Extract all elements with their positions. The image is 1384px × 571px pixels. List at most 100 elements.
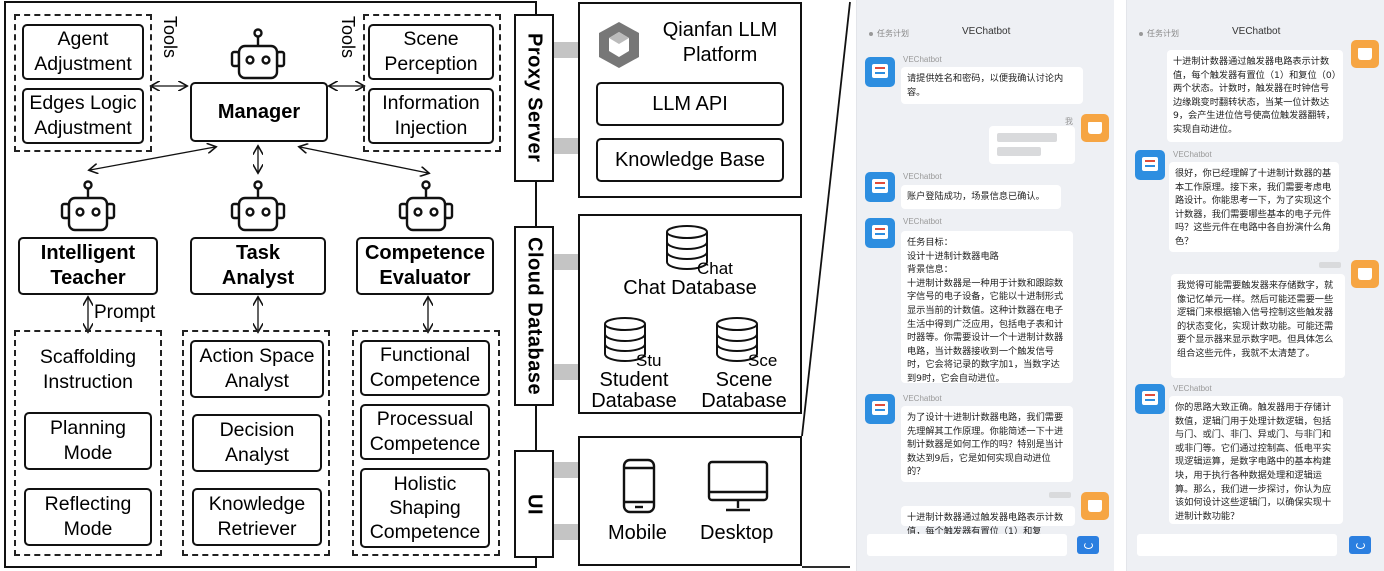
bot-message-2: 你的思路大致正确。触发器用于存储计数值，逻辑门用于处理计数逻辑，包括与门、或门、… (1169, 396, 1343, 524)
scene-db-tag: Sce (748, 351, 778, 370)
user-message-1: 十进制计数器通过触发器电路表示计数值，每个触发器有置位（1）和复位（0）两个状态… (1167, 50, 1343, 142)
bot-avatar-icon (865, 172, 895, 202)
connector-proxy-1 (554, 42, 578, 58)
teacher-modes-group (14, 330, 162, 556)
send-button[interactable] (1349, 536, 1371, 554)
processual-line1: Processual (376, 408, 474, 430)
user-name: 我 (1065, 117, 1073, 126)
connector-db-2 (554, 364, 578, 380)
message-input[interactable] (867, 534, 1067, 556)
edges-logic-line1: Edges Logic (29, 92, 137, 114)
agent-system-frame (4, 1, 537, 568)
connector-ui-2 (554, 524, 578, 540)
qianfan-panel (578, 2, 802, 198)
agent-adjustment-line2: Adjustment (34, 53, 132, 75)
ui-panel (578, 436, 802, 566)
blurred-credentials-1 (997, 133, 1057, 142)
bot-avatar-icon (1135, 384, 1165, 414)
user-avatar-icon (1351, 40, 1379, 68)
send-button[interactable] (1077, 536, 1099, 554)
bot-message-task: 任务目标： 设计十进制计数器电路 背景信息： 十进制计数器是一种用于计数和跟踪数… (901, 231, 1073, 384)
chat-title: VEChatbot (1232, 26, 1281, 37)
bot-avatar-icon (865, 57, 895, 87)
connector-ui-1 (554, 462, 578, 478)
message-input[interactable] (1137, 534, 1337, 556)
task-analyst-line1: Task (235, 242, 281, 264)
prompt-label: Prompt (94, 302, 156, 323)
action-space-line2: Analyst (225, 370, 289, 392)
knowledge-retriever-line1: Knowledge (208, 493, 306, 515)
task-analyst-robot-icon (230, 180, 286, 232)
user-message-answer: 十进制计数器通过触发器电路表示计数值，每个触发器有置位（1）和复 (901, 506, 1075, 537)
scaffolding-line2: Instruction (43, 371, 133, 393)
user-avatar-icon (1081, 492, 1109, 520)
bot-message-2: 账户登陆成功，场景信息已确认。 (901, 185, 1061, 209)
bot-name: VEChatbot (903, 394, 942, 403)
user-message-credentials (989, 126, 1075, 164)
scene-db-line2: Database (701, 390, 787, 412)
user-avatar-icon (1081, 114, 1109, 142)
bot-name: VEChatbot (1173, 150, 1212, 159)
scene-perception-line2: Perception (384, 53, 478, 75)
knowledge-base-box: Knowledge Base (596, 138, 784, 182)
manager-tools-left-group (14, 14, 152, 152)
task-analyst-line2: Analyst (221, 267, 295, 289)
reflecting-line2: Mode (63, 518, 113, 540)
cloud-database-label: Cloud Database (514, 226, 554, 406)
intelligent-teacher-line1: Intelligent (40, 242, 136, 264)
bot-avatar-icon (865, 218, 895, 248)
tools-label-right: Tools (338, 16, 358, 59)
manager-tools-right-group (363, 14, 501, 152)
scene-perception-line1: Scene (403, 28, 459, 50)
planning-line1: Planning (50, 417, 126, 439)
connector-proxy-2 (554, 138, 578, 154)
bot-name: VEChatbot (903, 217, 942, 226)
tab-dot-icon (1139, 31, 1143, 36)
analyst-modules-group (182, 330, 330, 556)
blurred-user-name (1319, 262, 1341, 268)
desktop-icon (707, 460, 769, 512)
proxy-server-label: Proxy Server (514, 14, 554, 182)
task-plan-tab[interactable]: 任务计划 (869, 28, 909, 39)
bot-name: VEChatbot (903, 55, 942, 64)
bot-message-1: 请提供姓名和密码，以便我确认讨论内容。 (901, 67, 1083, 105)
ui-text: UI (523, 493, 546, 515)
student-db-line1: Student (599, 369, 669, 391)
intelligent-teacher-line2: Teacher (50, 267, 126, 289)
mobile-icon (622, 458, 656, 514)
edges-logic-line2: Adjustment (34, 117, 132, 139)
blurred-user-name (1049, 492, 1071, 498)
task-plan-tab[interactable]: 任务计划 (1139, 28, 1179, 39)
manager-box: Manager (190, 82, 328, 142)
competence-types-group (352, 330, 500, 556)
reflecting-line1: Reflecting (44, 493, 132, 515)
processual-line2: Competence (369, 433, 481, 455)
information-injection-line1: Information (382, 92, 480, 114)
scene-database-icon (716, 317, 758, 362)
blurred-credentials-2 (997, 147, 1041, 156)
holistic-line1: Holistic (393, 473, 457, 495)
competence-evaluator-robot-icon (398, 180, 454, 232)
bot-name: VEChatbot (903, 172, 942, 181)
decision-line2: Analyst (225, 444, 289, 466)
user-message-2: 我觉得可能需要触发器来存储数字，就像记忆单元一样。然后可能还需要一些逻辑门来根据… (1171, 274, 1345, 378)
intelligent-teacher-robot-icon (60, 180, 116, 232)
bot-message-1: 很好，你已经理解了十进制计数器的基本工作原理。接下来，我们需要考虑电路设计。你能… (1169, 162, 1339, 252)
chat-screen-right: 任务计划 VEChatbot 十进制计数器通过触发器电路表示计数值，每个触发器有… (1126, 0, 1384, 571)
functional-line2: Competence (369, 369, 481, 391)
scaffolding-line1: Scaffolding (39, 346, 137, 368)
action-space-line1: Action Space (199, 345, 315, 367)
knowledge-retriever-line2: Retriever (217, 518, 297, 540)
chat-screen-left: 任务计划 VEChatbot VEChatbot 请提供姓名和密码，以便我确认讨… (856, 0, 1114, 571)
bot-name: VEChatbot (1173, 384, 1212, 393)
cloud-database-text: Cloud Database (523, 236, 546, 396)
